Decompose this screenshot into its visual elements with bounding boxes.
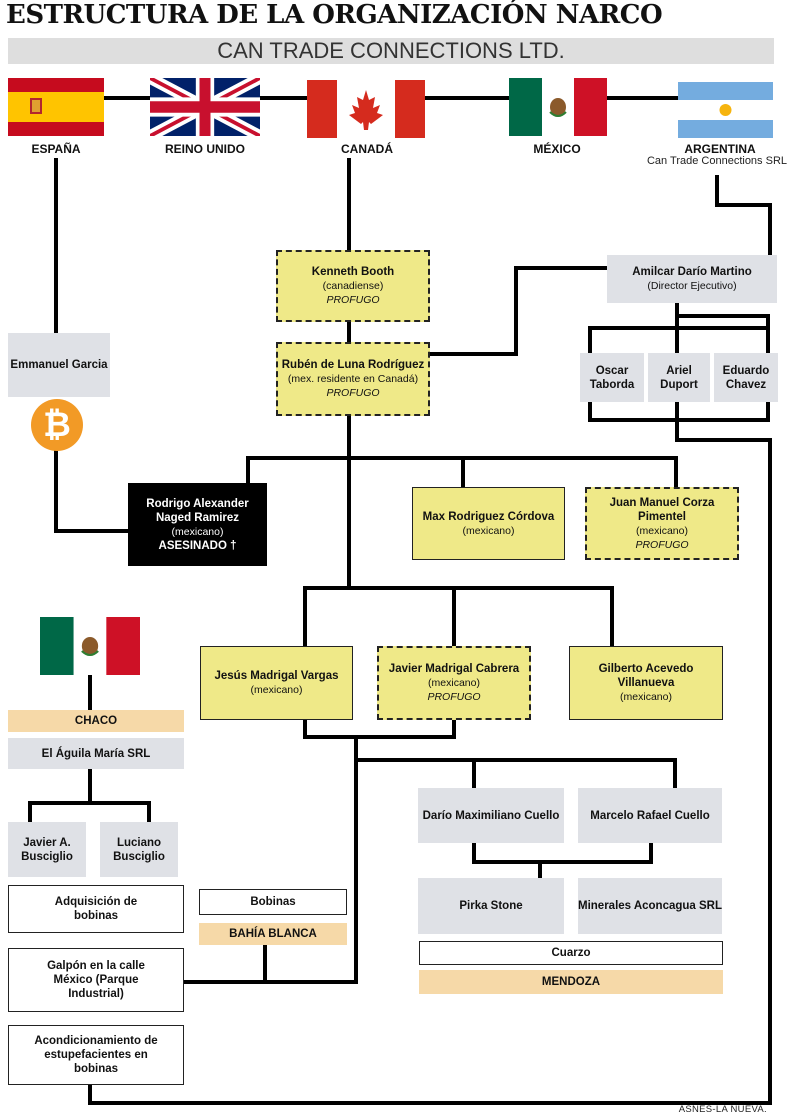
mexico-flag-icon <box>509 78 607 136</box>
person-name: Rubén de Luna Rodríguez <box>281 359 425 371</box>
person-nationality: (mexicano) <box>428 677 480 689</box>
company-el-aguila-maria: El Águila María SRL <box>8 738 184 769</box>
item-adquisicion-bobinas: Adquisición de bobinas <box>8 885 184 933</box>
company-name: Pirka Stone <box>459 900 523 912</box>
person-kenneth-booth: Kenneth Booth (canadiense) PROFUGO <box>276 250 430 322</box>
person-nationality: (mexicano) <box>171 525 224 538</box>
person-name: Amilcar Darío Martino <box>632 266 752 278</box>
place-label: BAHÍA BLANCA <box>229 928 317 940</box>
person-name: Eduardo Chavez <box>722 364 770 391</box>
person-name: Luciano Busciglio <box>113 836 165 863</box>
person-ariel-duport: Ariel Duport <box>648 353 710 402</box>
country-label-uk: REINO UNIDO <box>164 142 245 156</box>
person-jesus-madrigal: Jesús Madrigal Vargas (mexicano) <box>200 646 353 720</box>
person-nationality: (mexicano) <box>250 684 303 696</box>
person-amilcar-martino: Amilcar Darío Martino (Director Ejecutiv… <box>607 255 777 303</box>
country-label-canada: CANADÁ <box>341 142 393 156</box>
item-label: Adquisición de bobinas <box>54 896 138 922</box>
item-acondicionamiento: Acondicionamiento de estupefacientes en … <box>8 1025 184 1085</box>
person-nationality: (canadiense) <box>322 280 384 292</box>
country-label-spain: ESPAÑA <box>31 142 81 156</box>
person-name: Emmanuel Garcia <box>10 359 108 371</box>
person-name: Javier Madrigal Cabrera <box>388 663 520 675</box>
person-status: ASESINADO † <box>158 539 237 552</box>
person-gilberto-acevedo: Gilberto Acevedo Villanueva (mexicano) <box>569 646 723 720</box>
page-title: ESTRUCTURA DE LA ORGANIZACIÓN NARCO <box>6 0 663 30</box>
company-minerales-aconcagua: Minerales Aconcagua SRL <box>578 878 722 934</box>
person-ruben-de-luna: Rubén de Luna Rodríguez (mex. residente … <box>276 342 430 416</box>
person-nationality: (mexicano) <box>636 524 688 537</box>
bitcoin-icon: ₿ <box>31 399 83 451</box>
company-pirka-stone: Pirka Stone <box>418 878 564 934</box>
person-name: Javier A. Busciglio <box>21 836 73 863</box>
person-status: PROFUGO <box>427 691 481 703</box>
person-name: Max Rodriguez Córdova <box>422 510 555 523</box>
person-nationality: (mex. residente en Canadá) <box>287 373 419 385</box>
person-dario-cuello: Darío Maximiliano Cuello <box>418 788 564 843</box>
canada-flag-icon <box>307 80 425 138</box>
credit: ASNES-LA NUEVA. <box>678 1104 767 1115</box>
person-nationality: (mexicano) <box>462 524 515 537</box>
person-status: PROFUGO <box>326 294 380 306</box>
person-name: Kenneth Booth <box>311 266 395 278</box>
item-cuarzo: Cuarzo <box>419 941 723 965</box>
person-name: Marcelo Rafael Cuello <box>590 809 710 822</box>
item-galpon: Galpón en la calle México (Parque Indust… <box>8 948 184 1012</box>
person-name: Ariel Duport <box>660 364 698 391</box>
person-name: Darío Maximiliano Cuello <box>422 809 560 822</box>
item-label: Galpón en la calle México (Parque Indust… <box>47 960 145 1000</box>
person-oscar-taborda: Oscar Taborda <box>580 353 644 402</box>
argentina-company: Can Trade Connections SRL <box>646 155 788 167</box>
person-status: PROFUGO <box>326 387 380 399</box>
person-luciano-busciglio: Luciano Busciglio <box>100 822 178 877</box>
company-name: El Águila María SRL <box>41 747 151 760</box>
person-juan-corza: Juan Manuel Corza Pimentel (mexicano) PR… <box>585 487 739 560</box>
argentina-flag-icon <box>678 82 773 138</box>
person-nationality: (mexicano) <box>620 691 672 703</box>
uk-flag-icon <box>150 78 260 136</box>
mexico-flag-icon <box>40 617 140 675</box>
person-name: Gilberto Acevedo Villanueva <box>598 663 694 689</box>
person-name: Jesús Madrigal Vargas <box>214 670 339 682</box>
person-max-rodriguez: Max Rodriguez Córdova (mexicano) <box>412 487 565 560</box>
place-mendoza: MENDOZA <box>419 970 723 994</box>
item-bobinas: Bobinas <box>199 889 347 915</box>
spain-flag-icon <box>8 78 104 136</box>
person-marcelo-cuello: Marcelo Rafael Cuello <box>578 788 722 843</box>
place-bahia-blanca: BAHÍA BLANCA <box>199 923 347 945</box>
person-status: PROFUGO <box>635 538 689 551</box>
item-label: Cuarzo <box>551 947 591 959</box>
person-name: Oscar Taborda <box>589 364 635 391</box>
person-eduardo-chavez: Eduardo Chavez <box>714 353 778 402</box>
person-role: (Director Ejecutivo) <box>647 280 737 292</box>
item-label: Acondicionamiento de estupefacientes en … <box>34 1035 158 1075</box>
person-rodrigo-naged: Rodrigo Alexander Naged Ramirez (mexican… <box>128 483 267 566</box>
person-name: Juan Manuel Corza Pimentel <box>609 496 715 523</box>
place-label: MENDOZA <box>541 976 601 988</box>
person-emmanuel-garcia: Emmanuel Garcia <box>8 333 110 397</box>
company-name: Minerales Aconcagua SRL <box>578 900 723 912</box>
country-label-mexico: MÉXICO <box>533 142 581 156</box>
person-javier-madrigal: Javier Madrigal Cabrera (mexicano) PROFU… <box>377 646 531 720</box>
page-subtitle: CAN TRADE CONNECTIONS LTD. <box>8 38 774 64</box>
country-label-argentina: ARGENTINA <box>684 142 756 156</box>
item-label: Bobinas <box>250 896 296 908</box>
place-chaco: CHACO <box>8 710 184 732</box>
person-name: Rodrigo Alexander Naged Ramirez <box>146 497 249 524</box>
place-label: CHACO <box>74 715 118 727</box>
person-javier-busciglio: Javier A. Busciglio <box>8 822 86 877</box>
